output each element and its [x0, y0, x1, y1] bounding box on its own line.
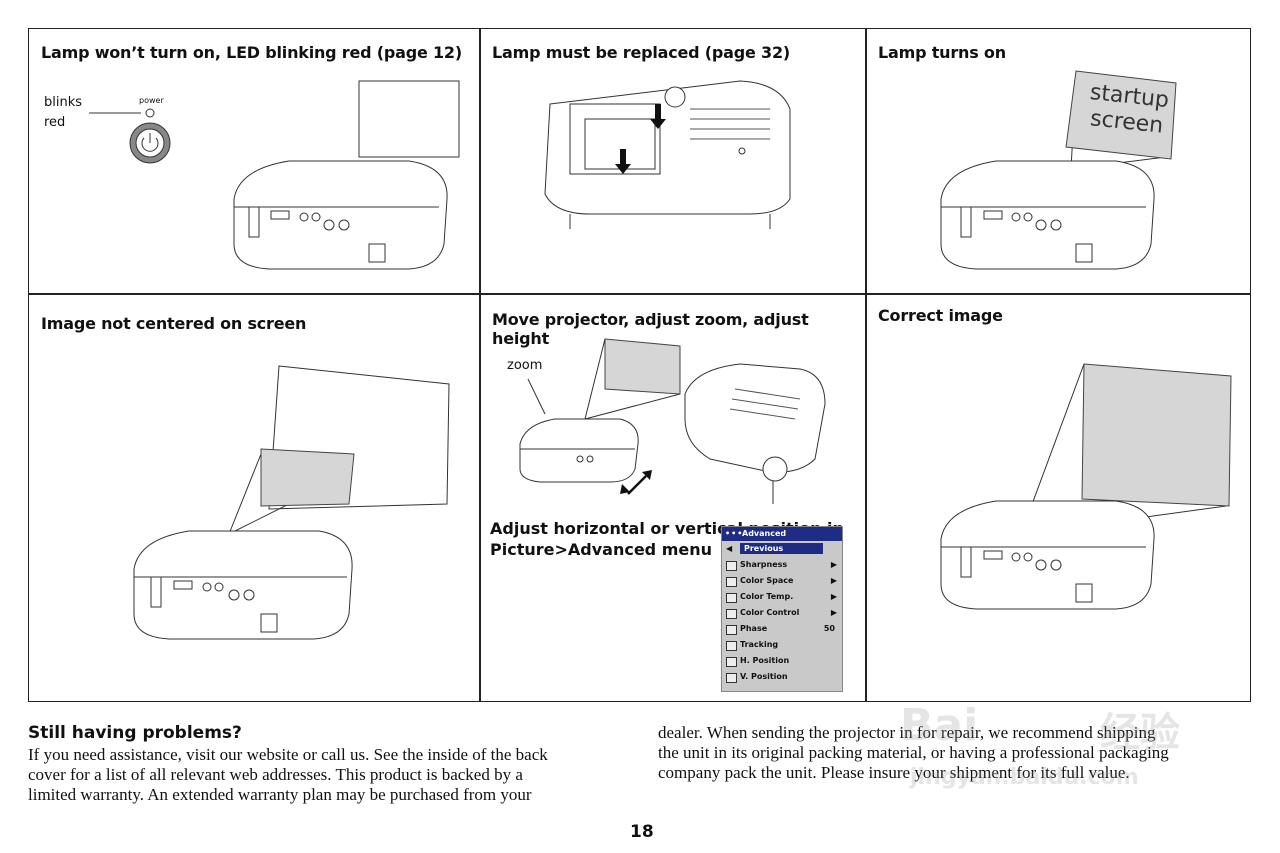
osd-menu-item[interactable]: Phase 50: [722, 621, 842, 637]
color-temp-icon: [726, 593, 737, 603]
submenu-arrow-icon: ▶: [830, 576, 837, 585]
cell-title: Image not centered on screen: [41, 314, 307, 333]
correct-projection-illustration: [940, 363, 1232, 610]
text-line: cover for a list of all relevant web add…: [28, 765, 523, 784]
osd-item-value: 50: [823, 624, 835, 633]
text-line: limited warranty. An extended warranty p…: [28, 785, 532, 804]
power-label: power: [139, 96, 164, 105]
lamp-replacement-illustration: [544, 80, 791, 229]
blinks-label: blinks: [44, 95, 83, 110]
grid-divider: [29, 293, 1250, 295]
red-label: red: [44, 115, 66, 130]
submenu-arrow-icon: ▶: [830, 608, 837, 617]
cell-move-projector: Move projector, adjust zoom, adjust heig…: [480, 294, 865, 702]
cell-title: Correct image: [878, 306, 1003, 325]
color-control-icon: [726, 609, 737, 619]
adjust-projector-illustration: [519, 338, 826, 504]
osd-item-label: Phase: [740, 624, 768, 633]
v-position-icon: [726, 673, 737, 683]
osd-menu-item[interactable]: H. Position: [722, 653, 842, 669]
cell-lamp-replaced: Lamp must be replaced (page 32): [480, 29, 865, 293]
cell-image-not-centered: Image not centered on screen: [29, 294, 479, 702]
watermark-url: jingyan.baidu.com: [910, 765, 1139, 790]
osd-header: ••• Advanced: [722, 527, 842, 541]
osd-item-label: Previous: [740, 543, 824, 554]
grid-divider: [479, 29, 481, 701]
osd-item-label: Color Space: [740, 576, 794, 585]
text-line: company pack the unit. Please insure you…: [658, 763, 1130, 782]
osd-item-label: Tracking: [740, 640, 779, 649]
osd-menu-item[interactable]: ◀ Previous: [722, 541, 842, 557]
zoom-label: zoom: [507, 358, 543, 373]
cell-lamp-wont-turn-on: Lamp won’t turn on, LED blinking red (pa…: [29, 29, 479, 293]
page-number: 18: [630, 822, 654, 842]
cell-title: Lamp must be replaced (page 32): [492, 43, 791, 62]
submenu-arrow-icon: ▶: [830, 592, 837, 601]
footer-right-paragraph: dealer. When sending the projector in fo…: [658, 723, 1169, 783]
osd-menu-item[interactable]: Color Control ▶: [722, 605, 842, 621]
osd-menu-item[interactable]: V. Position: [722, 669, 842, 685]
cell-title: Move projector, adjust zoom, adjust heig…: [492, 310, 809, 348]
osd-item-label: Sharpness: [740, 560, 788, 569]
watermark-text: 经验: [1100, 710, 1180, 756]
osd-menu-item[interactable]: Tracking: [722, 637, 842, 653]
text-line: If you need assistance, visit our websit…: [28, 745, 548, 764]
adjust-instruction-line2: Picture>Advanced menu: [490, 540, 712, 559]
menu-dots-icon: •••: [725, 529, 744, 538]
grid-divider: [865, 29, 867, 701]
tracking-icon: [726, 641, 737, 651]
cell-lamp-turns-on: Lamp turns on startup screen: [866, 29, 1252, 293]
troubleshooting-grid: Lamp won’t turn on, LED blinking red (pa…: [28, 28, 1251, 702]
submenu-arrow-icon: ▶: [830, 560, 837, 569]
text-line: the unit in its original packing materia…: [658, 743, 1169, 762]
cell-title: Lamp turns on: [878, 43, 1006, 62]
osd-menu-item[interactable]: Sharpness ▶: [722, 557, 842, 573]
startup-projector-illustration: [940, 70, 1177, 270]
cell-correct-image: Correct image: [866, 294, 1252, 702]
projector-illustration: [89, 80, 460, 270]
sharpness-icon: [726, 561, 737, 571]
watermark-text: Bai: [900, 700, 979, 751]
osd-item-label: Color Temp.: [740, 592, 794, 601]
still-having-problems-heading: Still having problems?: [28, 723, 242, 743]
osd-menu-item[interactable]: Color Temp. ▶: [722, 589, 842, 605]
arrow-left-icon: ◀: [726, 544, 733, 553]
osd-item-label: H. Position: [740, 656, 790, 665]
footer-left-paragraph: If you need assistance, visit our websit…: [28, 745, 548, 805]
osd-item-label: V. Position: [740, 672, 788, 681]
h-position-icon: [726, 657, 737, 667]
phase-icon: [726, 625, 737, 635]
osd-menu-item[interactable]: Color Space ▶: [722, 573, 842, 589]
off-center-projection-illustration: [133, 365, 450, 640]
osd-item-label: Color Control: [740, 608, 800, 617]
cell-title: Lamp won’t turn on, LED blinking red (pa…: [41, 43, 462, 62]
osd-header-title: Advanced: [742, 529, 787, 538]
baidu-watermark: Bai 经验 jingyan.baidu.com: [900, 660, 1230, 810]
color-space-icon: [726, 577, 737, 587]
text-line: dealer. When sending the projector in fo…: [658, 723, 1156, 742]
